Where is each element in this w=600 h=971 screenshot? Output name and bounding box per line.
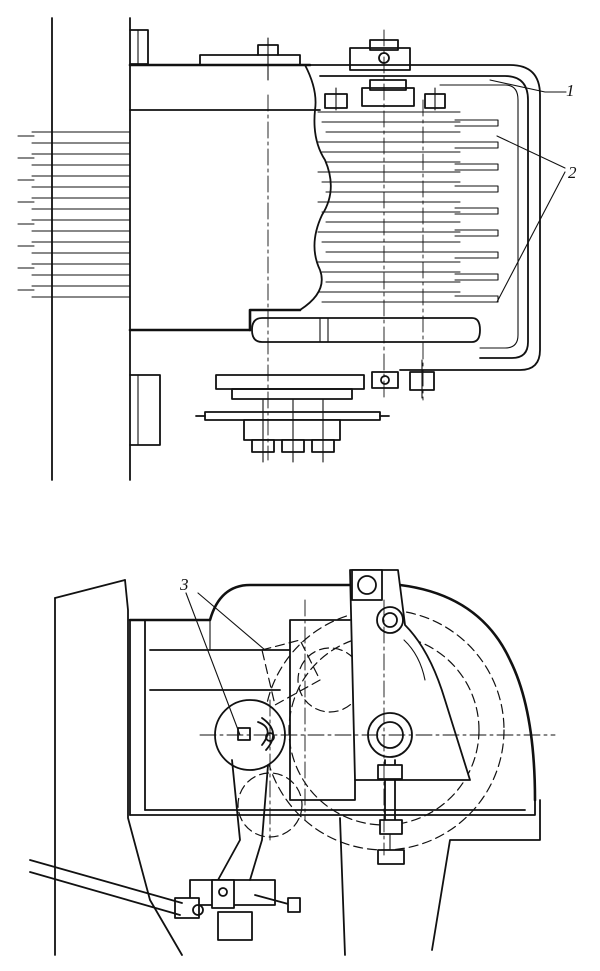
contact-pin (454, 163, 499, 171)
side-centerlines (199, 599, 556, 856)
stack-top-clamp (324, 39, 446, 111)
contact-pin (454, 251, 499, 259)
side-frame (54, 579, 541, 956)
callout-3-label: 3 (179, 575, 189, 594)
frame-wall (51, 17, 161, 481)
contact-pin (454, 119, 499, 127)
top-centerlines (267, 29, 424, 461)
contact-stack (317, 111, 461, 303)
side-view: 3 (29, 569, 556, 956)
callout-2-label: 2 (568, 163, 577, 182)
contact-pin (454, 273, 499, 281)
contact-pin (454, 185, 499, 193)
housing-body (128, 37, 332, 332)
contact-pin (454, 141, 499, 149)
bottom-mechanism (195, 359, 435, 463)
wall-laminations (17, 131, 131, 298)
shaft (367, 712, 413, 865)
top-view: 1 2 (17, 17, 577, 481)
callout-2: 2 (496, 135, 577, 303)
contact-pin (454, 295, 499, 303)
side-housing (128, 583, 537, 816)
contact-pins (454, 119, 499, 303)
lever-arm (29, 759, 301, 941)
bottom-roller (251, 317, 481, 343)
contact-pin (454, 207, 499, 215)
callout-1: 1 (489, 79, 575, 100)
cover (309, 64, 541, 371)
callout-3: 3 (179, 575, 266, 736)
contact-pin (454, 229, 499, 237)
callout-1-label: 1 (566, 81, 575, 100)
